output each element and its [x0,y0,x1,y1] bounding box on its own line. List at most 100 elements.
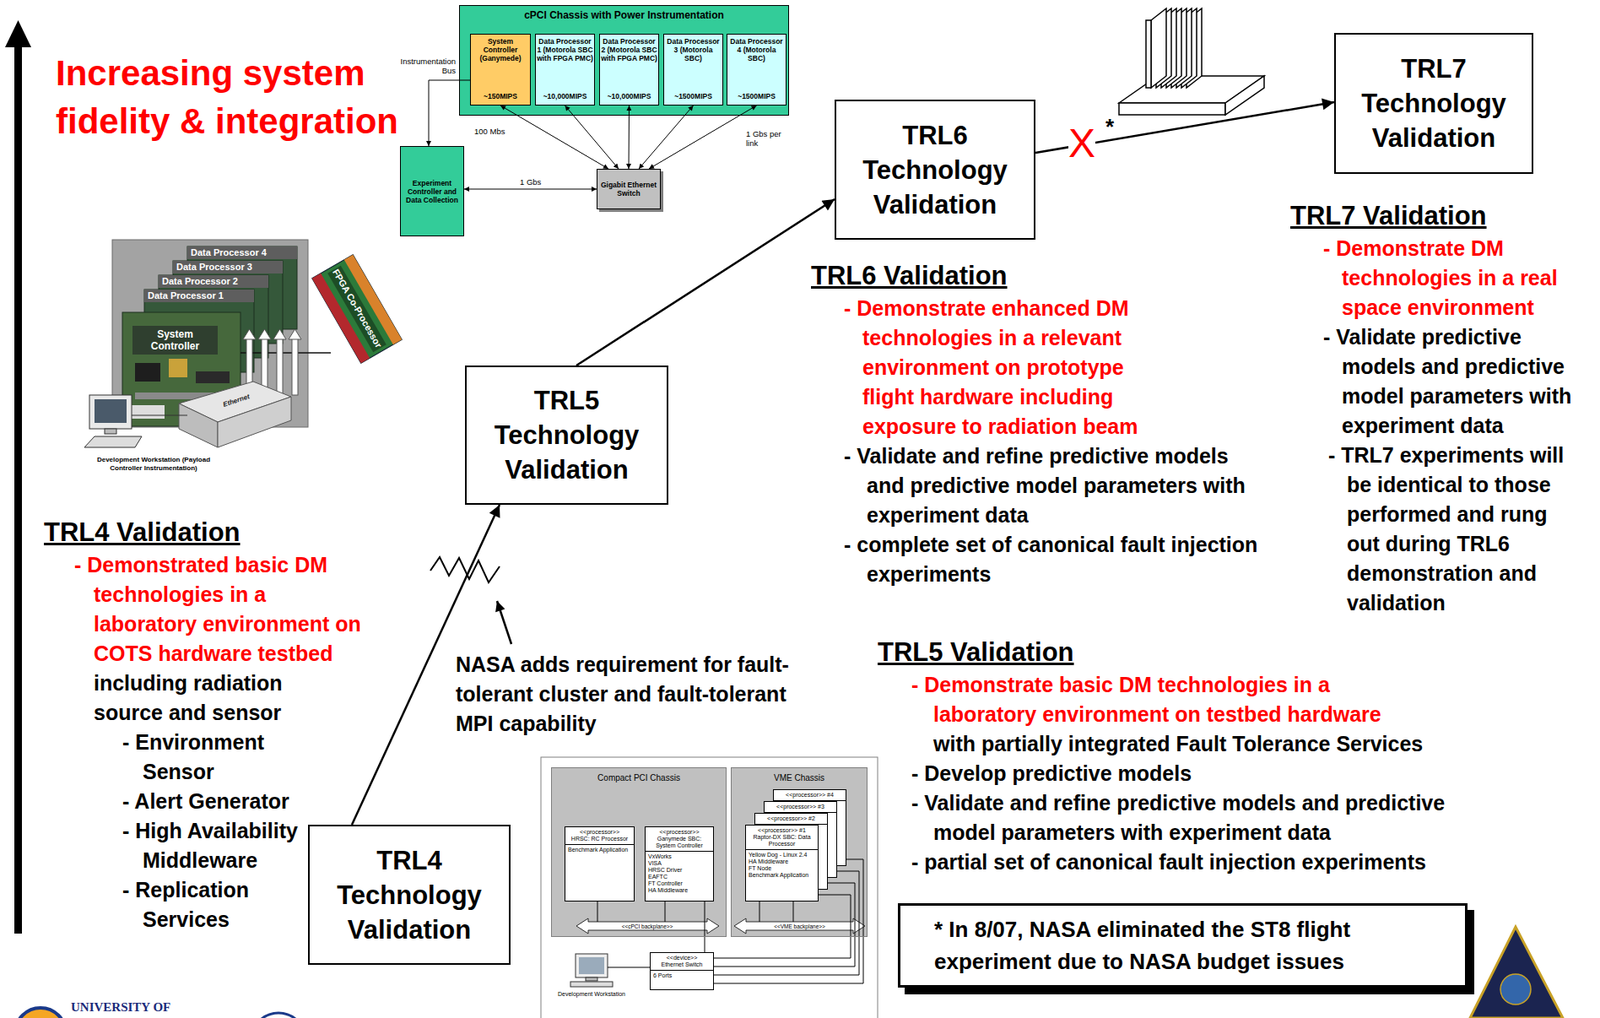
board-label: Data Processor 1 [147,290,224,302]
node-text: TRL7 [1342,51,1525,87]
switch-box: Gigabit Ethernet Switch [596,168,661,210]
key-point: - Demonstrated basic DM technologies in … [74,550,370,669]
node-text: Technology Validation [843,152,1028,222]
processor-box: Data Processor 1 (Motorola SBC with FPGA… [535,33,595,106]
board-label: Data Processor 4 [190,247,267,259]
uml-deployment-drawing [734,918,865,934]
trl-box: TRL4Technology Validation [308,824,511,965]
testbed-photo [312,254,402,363]
footnote-box: * In 8/07, NASA eliminated the ST8 fligh… [897,902,1468,988]
bullet-text: including radiation source and sensor [93,668,314,728]
testbed-photo [288,329,302,340]
board-label: System Controller [133,328,217,352]
trl-box: TRL6Technology Validation [834,99,1036,240]
node-text: <<processor>> [565,827,634,836]
testbed-photo [178,403,218,448]
section-heading: TRL6 Validation [810,260,1008,292]
node-text: Benchmark Application [745,871,818,879]
spacecraft-drawing [1145,20,1152,88]
node-text: TRL6 [843,118,1028,153]
board-label: FPGA Co-Processor [329,265,385,352]
node-text: FT Node [745,864,818,872]
testbed-photo [291,335,298,395]
fidelity-arrow [14,43,22,934]
node-text: System Controller (Ganymede) [471,37,530,63]
node-text: <<processor>> #2 [755,813,828,825]
chassis-box: cPCI Chassis with Power InstrumentationS… [459,5,790,116]
testbed-photo [84,436,142,448]
uml-device: <<device>>Ethernet Switch6 Ports [649,951,714,990]
node-text: VxWorks [645,853,714,860]
testbed-photo [243,329,256,340]
footnote-mark: * [1105,116,1114,137]
key-point: - Demonstrate DM technologies in a real … [1323,233,1581,323]
uml-deployment-drawing [551,767,727,937]
cancel-mark: X [1068,124,1096,163]
node-text: ~150MIPS [471,91,530,101]
spacecraft-drawing [1118,102,1226,115]
bullet-text: - Replication Services [122,875,325,935]
uml-deployment-drawing [576,918,719,934]
node-text: <<processor>> [645,827,714,836]
testbed-photo [327,265,387,353]
fidelity-arrow [5,20,32,48]
spacecraft-drawing [1151,8,1167,88]
uml-deployment-drawing [607,967,650,968]
link-rate: 100 Mbs [474,126,505,136]
testbed-photo [195,371,230,384]
uml-processor: <<processor>>HRSC: RC ProcessorBenchmark… [564,826,635,902]
testbed-photo [89,394,132,429]
connector [704,901,706,952]
uml-deployment-drawing [575,953,608,978]
node-text: Technology Validation [473,417,660,487]
section-heading: TRL5 Validation [877,637,1075,668]
node-text: HA Middleware [745,858,818,865]
link-label: Instrumentation Bus [394,56,456,76]
testbed-photo [135,362,161,382]
link-rate: 1 Gbs per link [745,129,784,148]
node-text: Gigabit Ethernet Switch [599,180,659,198]
node-text: VME Chassis [731,767,867,784]
testbed-photo [276,335,283,395]
section-heading: TRL7 Validation [1290,200,1487,232]
node-text: <<processor>> #1 [745,825,818,834]
connector [464,189,597,190]
connector [576,199,835,366]
section-heading: TRL4 Validation [43,517,241,548]
uml-deployment-drawing [578,956,605,974]
testbed-photo [312,254,402,363]
chassis-fill [459,5,790,116]
node-text: Compact PCI Chassis [551,767,726,784]
uml-deployment-drawing [730,767,868,937]
node-text: Benchmark Application [565,846,634,854]
connector [713,894,851,958]
node-text: Data Processor 4 (Motorola SBC) [728,37,785,63]
processor-box: Data Processor 2 (Motorola SBC with FPGA… [599,33,660,106]
node-text: Experiment Controller and Data Collectio… [402,178,462,205]
node-text: * In 8/07, NASA eliminated the ST8 fligh… [934,913,1454,978]
uml-deployment-drawing [585,977,598,981]
controller-box: Experiment Controller and Data Collectio… [400,145,465,237]
key-point: - Demonstrate basic DM technologies in a… [911,670,1427,730]
device-label: Development Workstation (Payload Control… [94,455,213,473]
testbed-photo [273,329,287,340]
logo-art [251,1012,306,1018]
bullet-text: - Alert Generator [122,786,325,817]
logo-art [15,1007,66,1018]
axis-label: Increasing system fidelity & integration [55,48,428,146]
testbed-photo [158,275,269,288]
node-text: FT Controller [645,880,714,887]
testbed-photo [94,399,127,423]
spacecraft-drawing [1118,8,1265,115]
node-text: ~1500MIPS [728,91,785,101]
link-label: 1 Gbs [519,177,541,187]
chassis-group: VME Chassis <<processor>> #4 <<processor>>… [730,767,868,937]
node-text: <<processor>> #4 [773,789,846,801]
bullet-text: - TRL7 experiments will be identical to … [1328,440,1582,618]
uml-deployment-drawing [570,981,613,987]
node-text: VISA [645,859,714,867]
node-text: EAFTC [645,873,714,881]
board-label: Data Processor 2 [162,275,238,287]
uml-processor: <<processor>> #1Raptor-DX SBC: Data Proc… [745,824,819,902]
testbed-photo [132,325,218,355]
